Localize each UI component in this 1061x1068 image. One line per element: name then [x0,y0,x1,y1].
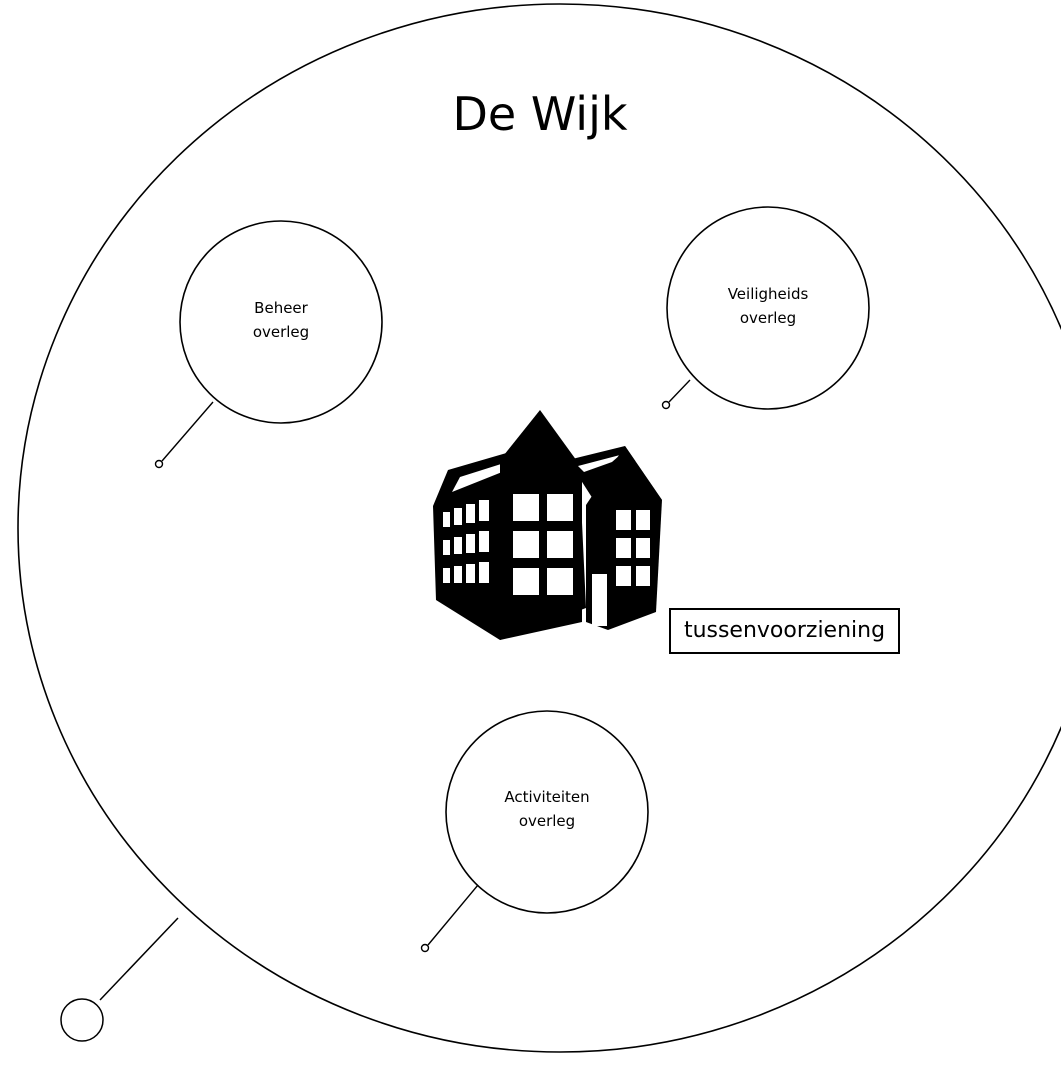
diagram-title: De Wijk [452,87,628,141]
activiteiten-label-line2: overleg [518,812,576,830]
veiligheid-connector-dot [661,400,671,410]
neighbourhood-handle-circle [60,998,104,1042]
activiteiten-bubble-label: Activiteiten overleg [467,785,627,833]
activiteiten-label-line1: Activiteiten [504,788,590,806]
building-icon [433,410,662,640]
veiligheid-bubble-circle [666,206,870,410]
beheer-label-line2: overleg [252,323,310,341]
beheer-bubble-circle [179,220,383,424]
activiteiten-bubble-circle [445,710,649,914]
veiligheid-connector-line [668,379,691,403]
veiligheid-label-line1: Veiligheids [727,285,809,303]
beheer-label-line1: Beheer [254,299,308,317]
veiligheid-label-line2: overleg [739,309,797,327]
neighbourhood-circle [17,3,1061,1053]
beheer-bubble-label: Beheer overleg [211,296,351,344]
neighbourhood-connector-line [99,917,179,1001]
beheer-connector-dot [154,459,164,469]
activiteiten-connector-line [427,884,479,946]
veiligheid-bubble-label: Veiligheids overleg [698,282,838,330]
building-label: tussenvoorziening [669,608,900,654]
activiteiten-connector-dot [420,943,430,953]
beheer-connector-line [161,401,214,462]
